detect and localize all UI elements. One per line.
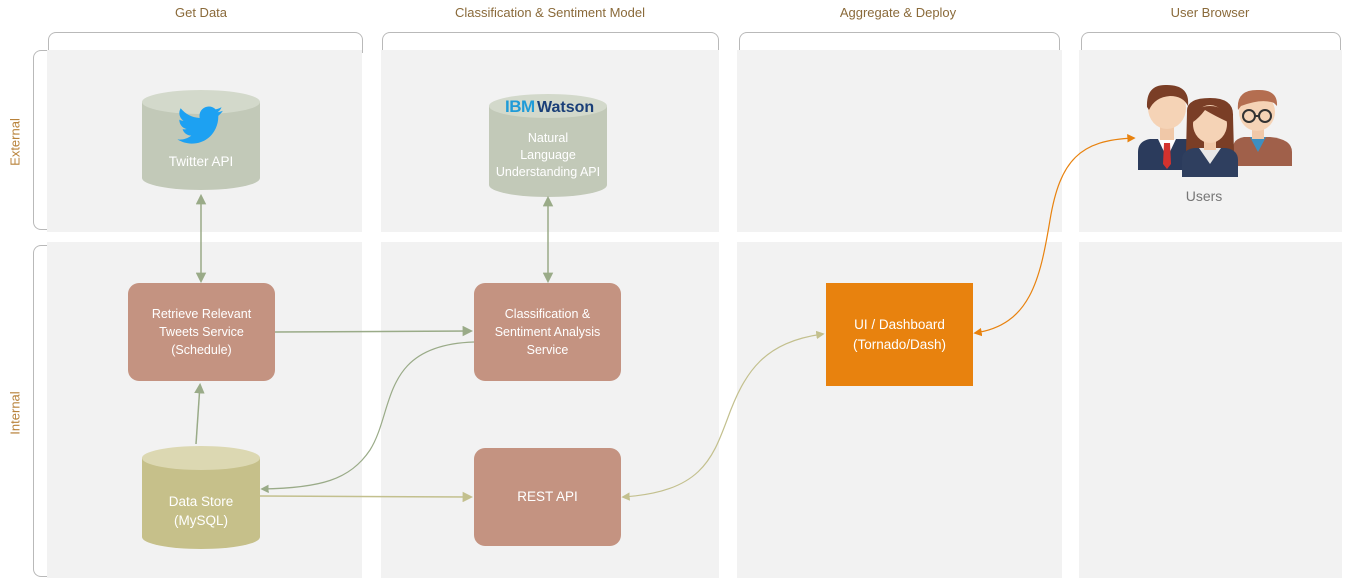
rest-api-box: REST API [474,448,621,546]
data-store-cylinder [142,446,260,549]
column-bracket-classification-model [382,32,719,53]
column-bracket-aggregate-deploy [739,32,1060,53]
users-group-icon [1138,84,1292,177]
nlu-api-label: Natural Language Understanding API [495,131,601,179]
connector-restapi-dashboard [621,330,825,501]
connector-classification-datastore [260,341,475,494]
rest-api-label: REST API [517,489,578,504]
svg-text:IBM: IBM [505,97,535,116]
column-header-classification-model: Classification & Sentiment Model [454,5,646,20]
dashboard-label: UI / Dashboard (Tornado/Dash) [852,316,947,352]
connector-datastore-retrieve [194,382,205,445]
classification-service-label: Classification & Sentiment Analysis Serv… [494,307,601,357]
connector-retrieve-classification [274,325,474,337]
twitter-api-cylinder [142,90,260,190]
retrieve-tweets-service-box: Retrieve Relevant Tweets Service (Schedu… [128,283,275,381]
classification-service-box: Classification & Sentiment Analysis Serv… [474,283,621,381]
users-label: Users [1185,188,1223,204]
twitter-bird-icon [177,106,223,144]
row-bracket-internal [33,245,52,577]
column-header-user-browser: User Browser [1170,5,1250,20]
column-bracket-get-data [48,32,363,53]
connector-datastore-restapi [259,491,474,503]
nlu-api-cylinder [489,94,607,197]
column-header-get-data: Get Data [174,5,228,20]
column-header-aggregate-deploy: Aggregate & Deploy [839,5,957,20]
ibm-watson-logo: IBM Watson [505,97,594,116]
column-bracket-user-browser [1081,32,1341,53]
retrieve-tweets-service-label: Retrieve Relevant Tweets Service (Schedu… [151,307,252,357]
twitter-api-label: Twitter API [168,154,234,169]
dashboard-box: UI / Dashboard (Tornado/Dash) [826,283,973,386]
row-bracket-external [33,50,52,230]
svg-text:Watson: Watson [537,99,594,116]
connector-dashboard-users [973,134,1136,337]
data-store-label: Data Store (MySQL) [168,494,234,528]
